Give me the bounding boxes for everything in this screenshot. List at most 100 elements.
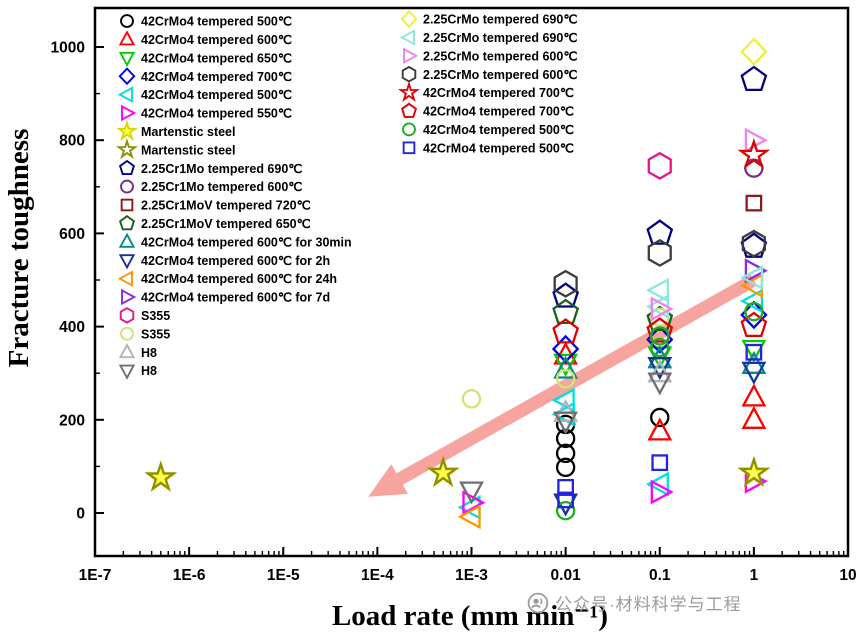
legend-item: 2.25Cr1MoV tempered 650℃ bbox=[118, 215, 311, 231]
y-axis-label: Fracture toughness bbox=[3, 129, 35, 368]
legend-item-label: 42CrMo4 tempered 700℃ bbox=[423, 86, 574, 100]
data-point bbox=[426, 455, 460, 487]
data-points bbox=[144, 37, 771, 530]
y-tick-label: 200 bbox=[59, 412, 85, 429]
legend-item: 42CrMo4 tempered 650℃ bbox=[118, 51, 292, 67]
legend-item: 42CrMo4 tempered 600℃ for 30min bbox=[118, 232, 352, 249]
data-point bbox=[647, 417, 673, 441]
data-point bbox=[553, 353, 579, 377]
legend-item: 42CrMo4 tempered 500℃ bbox=[120, 14, 292, 29]
legend-item-label: 2.25CrMo tempered 600℃ bbox=[423, 68, 577, 82]
data-point bbox=[745, 194, 763, 212]
y-tick-label: 800 bbox=[59, 133, 85, 150]
data-point bbox=[555, 369, 576, 389]
legend-item: 42CrMo4 tempered 600℃ bbox=[118, 30, 292, 47]
legend-item: 42CrMo4 tempered 600℃ for 2h bbox=[118, 254, 330, 270]
data-point bbox=[646, 317, 674, 343]
trend-arrow-shape bbox=[368, 274, 758, 497]
x-tick-label: 0.1 bbox=[649, 567, 671, 584]
data-point bbox=[461, 389, 482, 409]
legend-item-label: 42CrMo4 tempered 700℃ bbox=[423, 105, 574, 119]
legend-item: H8 bbox=[118, 364, 157, 380]
legend-item: 2.25CrMo tempered 690℃ bbox=[400, 10, 577, 28]
data-point bbox=[740, 311, 768, 338]
watermark: 公众号·材料科学与工程 bbox=[527, 590, 742, 615]
data-point bbox=[650, 326, 670, 346]
data-point bbox=[645, 277, 669, 303]
legend-item-label: 42CrMo4 tempered 500℃ bbox=[423, 123, 574, 137]
x-tick-label: 1 bbox=[750, 567, 759, 584]
legend-item: 42CrMo4 tempered 700℃ bbox=[118, 67, 292, 86]
data-point bbox=[144, 460, 178, 492]
data-point bbox=[552, 318, 580, 344]
data-point bbox=[555, 500, 576, 521]
legend-left: 42CrMo4 tempered 500℃ 42CrMo4 tempered 60… bbox=[116, 14, 352, 380]
x-tick-label: 1E-5 bbox=[267, 567, 300, 584]
x-tick-label: 0.01 bbox=[551, 567, 582, 584]
legend-item: 2.25Cr1MoV tempered 720℃ bbox=[120, 199, 311, 213]
legend-item-label: S355 bbox=[141, 309, 170, 323]
legend-item: 42CrMo4 tempered 700℃ bbox=[398, 81, 574, 102]
data-point bbox=[650, 479, 674, 505]
data-point bbox=[551, 334, 580, 364]
legend-item-label: 2.25Cr1MoV tempered 650℃ bbox=[141, 217, 311, 231]
legend-item-label: 42CrMo4 tempered 600℃ for 7d bbox=[141, 291, 330, 305]
data-point bbox=[557, 491, 575, 509]
data-point bbox=[646, 219, 674, 245]
legend-item-label: 42CrMo4 tempered 600℃ for 24h bbox=[141, 272, 337, 286]
data-point bbox=[553, 398, 579, 422]
data-point bbox=[744, 301, 764, 322]
trend-arrow bbox=[368, 274, 758, 497]
data-point bbox=[647, 151, 672, 180]
data-point bbox=[645, 471, 669, 497]
legend-item-label: Martenstic steel bbox=[141, 125, 235, 139]
legend-item-label: 42CrMo4 tempered 700℃ bbox=[141, 70, 292, 84]
legend-item-label: 2.25Cr1Mo tempered 690℃ bbox=[141, 162, 302, 176]
y-tick-label: 600 bbox=[59, 226, 85, 243]
data-point bbox=[650, 337, 670, 358]
data-point bbox=[647, 359, 673, 383]
legend-item: 42CrMo4 tempered 500℃ bbox=[117, 86, 292, 103]
data-point bbox=[741, 229, 766, 258]
data-point bbox=[741, 339, 767, 363]
legend-item-label: 2.25CrMo tempered 690℃ bbox=[423, 31, 577, 45]
data-point bbox=[647, 357, 673, 381]
legend-item-label: 42CrMo4 tempered 600℃ for 30min bbox=[141, 235, 352, 249]
x-tick-label: 1E-7 bbox=[79, 567, 112, 584]
data-point bbox=[737, 137, 771, 169]
legend-item: 42CrMo4 tempered 600℃ for 24h bbox=[117, 270, 337, 287]
legend-item-label: 42CrMo4 tempered 500℃ bbox=[141, 88, 292, 102]
legend-item-label: 42CrMo4 tempered 500℃ bbox=[141, 15, 292, 29]
legend-item-label: 2.25Cr1MoV tempered 720℃ bbox=[141, 199, 311, 213]
legend-item-label: 42CrMo4 tempered 500℃ bbox=[423, 141, 574, 155]
legend-item: S355 bbox=[120, 326, 170, 341]
data-point bbox=[553, 269, 578, 298]
legend-item: 2.25Cr1Mo tempered 600℃ bbox=[120, 179, 302, 194]
axis-ticks bbox=[94, 46, 849, 556]
watermark-text: 公众号·材料科学与工程 bbox=[555, 595, 742, 614]
data-point bbox=[737, 455, 771, 487]
y-tick-label: 400 bbox=[59, 319, 85, 336]
legend-item: 42CrMo4 tempered 600℃ for 7d bbox=[121, 288, 330, 306]
data-point bbox=[647, 238, 672, 267]
legend-item-label: S355 bbox=[141, 327, 170, 341]
data-point bbox=[651, 454, 669, 472]
data-point bbox=[553, 355, 579, 379]
legend-item: 42CrMo4 tempered 700℃ bbox=[400, 102, 574, 119]
legend-item: 2.25Cr1Mo tempered 690℃ bbox=[118, 159, 302, 176]
data-point bbox=[739, 288, 764, 314]
y-tick-label: 1000 bbox=[51, 40, 85, 57]
legend-item: 42CrMo4 tempered 500℃ bbox=[402, 141, 574, 155]
legend-item: 42CrMo4 tempered 550℃ bbox=[121, 104, 292, 122]
legend-item-label: 2.25CrMo tempered 690℃ bbox=[423, 13, 577, 27]
legend-item-label: 42CrMo4 tempered 600℃ bbox=[141, 33, 292, 47]
legend-item: Martenstic steel bbox=[116, 138, 235, 160]
legend-item-label: 2.25Cr1Mo tempered 600℃ bbox=[141, 180, 302, 194]
data-point bbox=[553, 411, 579, 435]
legend-item-label: 42CrMo4 tempered 600℃ for 2h bbox=[141, 254, 330, 268]
data-point bbox=[740, 65, 768, 92]
data-point bbox=[745, 343, 763, 361]
x-tick-label: 1E-4 bbox=[361, 567, 394, 584]
data-point bbox=[552, 298, 580, 325]
